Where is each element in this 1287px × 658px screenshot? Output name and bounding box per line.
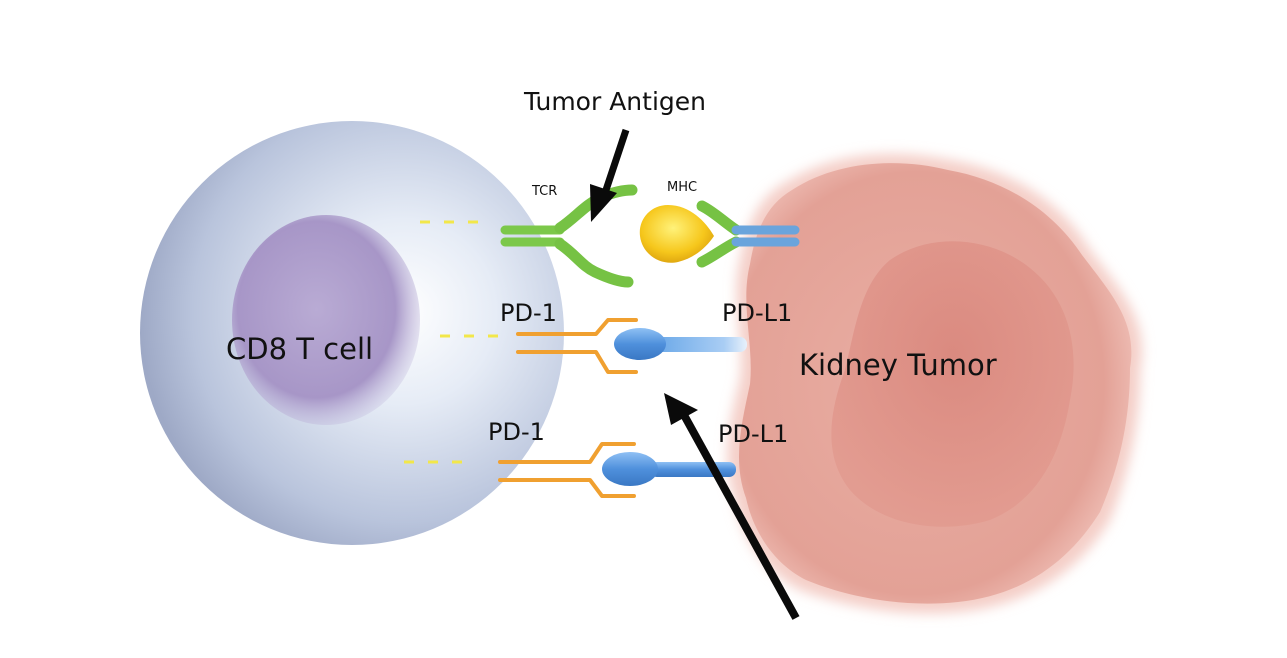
arrows	[590, 128, 800, 620]
mhc-stem	[731, 225, 800, 247]
pd1-bottom-label: PD-1	[488, 418, 545, 446]
pd-pathway-arrow	[664, 393, 800, 620]
t-cell-label: CD8 T cell	[226, 332, 373, 366]
tumor-label: Kidney Tumor	[799, 348, 997, 382]
tcr-lower-arm	[554, 238, 634, 288]
cd8-t-cell	[140, 121, 564, 545]
pdl1-top-stem	[655, 337, 747, 352]
kidney-tumor-cell	[727, 154, 1142, 614]
pdl1-top-head	[614, 328, 666, 360]
pd1-pdl1-pair-top	[516, 318, 747, 374]
pd-pathway-arrow-head	[664, 393, 698, 425]
mhc-label: MHC	[667, 180, 697, 195]
tumor-antigen-arrow	[590, 128, 630, 222]
tumor-antigen-label: Tumor Antigen	[523, 87, 706, 116]
tcr-stem	[500, 225, 565, 247]
tcr-label: TCR	[531, 184, 557, 199]
mhc-lower-arm	[696, 236, 742, 268]
mhc-complex	[639, 200, 800, 268]
tumor-nucleus	[831, 241, 1074, 527]
pdl1-bottom-stem	[650, 462, 736, 477]
pd1-top-label: PD-1	[500, 299, 557, 327]
t-cell-nucleus	[232, 215, 420, 425]
pdl1-top-label: PD-L1	[722, 299, 792, 327]
pdl1-bottom-head	[602, 452, 658, 486]
tumor-antigen-arrow-shaft	[602, 128, 630, 192]
tumor-antigen-arrow-head	[590, 184, 617, 222]
pd-pathway-arrow-shaft	[680, 413, 800, 620]
pdl1-bottom-label: PD-L1	[718, 420, 788, 448]
antigen-shape	[639, 205, 714, 263]
pd1-bottom-receptor	[498, 442, 636, 498]
pd1-top-receptor	[516, 318, 638, 374]
